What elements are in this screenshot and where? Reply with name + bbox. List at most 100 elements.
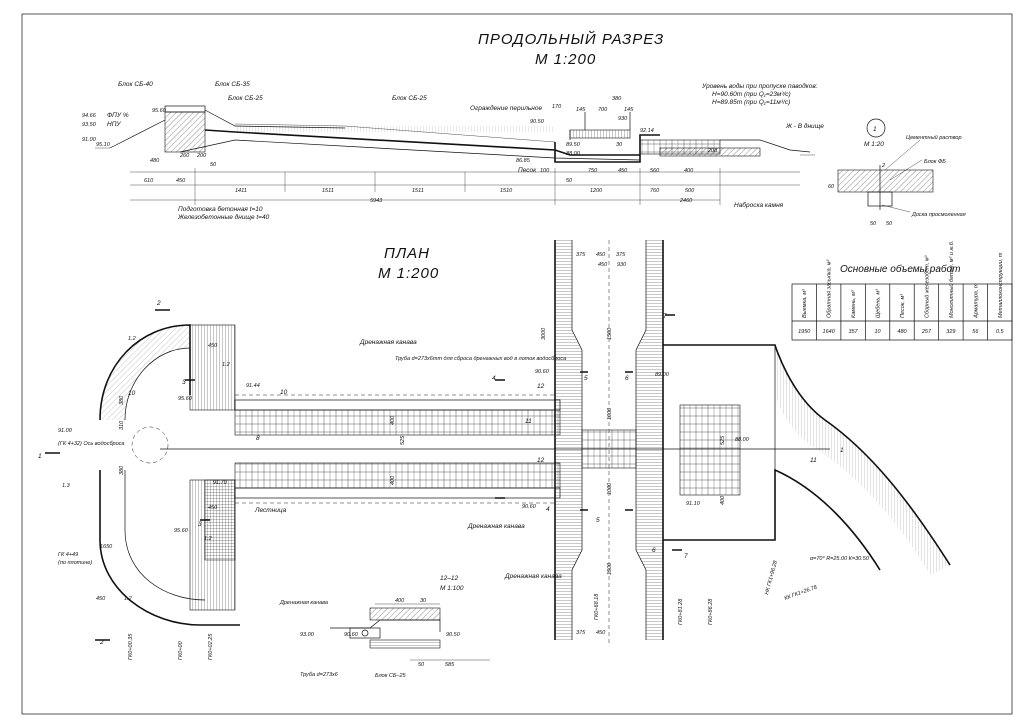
plan-dim: 450: [208, 505, 218, 511]
plan-dim: 375: [576, 252, 586, 258]
plan-section-number: 11: [525, 418, 532, 425]
detail-dim: 50: [870, 221, 877, 227]
volumes-value: 357: [849, 329, 859, 335]
section12-dim: 50: [418, 662, 425, 668]
profile-dim: 30: [616, 142, 623, 148]
profile-dim: 700: [598, 107, 608, 113]
profile-dim: 380: [612, 96, 622, 102]
plan-section-number: 6: [625, 375, 629, 382]
detail-dim: 60: [828, 184, 835, 190]
profile-label: Блок СБ-40: [118, 81, 153, 88]
plan-dim: 450: [596, 252, 606, 258]
profile-label: НПУ: [107, 121, 121, 128]
profile-elevation: 89.50: [566, 142, 581, 148]
plan-label: (по плотине): [58, 560, 92, 566]
detail-label: Доска просмоленная: [911, 212, 966, 218]
profile-dim: 50: [210, 162, 217, 168]
section-12-12: 12–12 М 1:100 Дренажная канава Труба d=2…: [279, 575, 490, 679]
profile-label: Блок СБ-25: [392, 95, 427, 102]
section12-dim-lines: [375, 603, 490, 661]
plan-section-number: 10: [128, 390, 136, 397]
plan-dim: 3000: [541, 327, 547, 340]
plan-section-number: 5: [596, 517, 600, 524]
detail-1: 1 М 1:20 Цементный раствор Блок ФБ Доска…: [828, 118, 966, 227]
plan-dim: 1500: [607, 327, 613, 340]
detail-scale: М 1:20: [864, 141, 884, 148]
plan-dim: 450: [208, 343, 218, 349]
plan-chute-upper-wall: [234, 399, 561, 411]
plan-section-number: 1: [38, 453, 42, 460]
volumes-value: 480: [897, 329, 907, 335]
profile-dim: 95.60: [152, 108, 167, 114]
plan-dim: 525: [400, 435, 406, 445]
profile-basin-inner: [569, 112, 631, 140]
plan-station: ГК0+02.25: [208, 633, 214, 660]
detail-leaders: [881, 139, 923, 213]
plan-scale: М 1:200: [378, 265, 439, 282]
plan-elevation: 93.00: [300, 632, 315, 638]
plan-section-number: 10: [280, 389, 288, 396]
section12-ground: [330, 619, 441, 632]
profile-dim: 480: [150, 158, 160, 164]
detail-label: Цементный раствор: [906, 134, 962, 141]
section12-dim: 30: [420, 598, 427, 604]
profile-label: Уровень воды при пропуске паводков:: [701, 82, 818, 90]
profile-elevation: 91.00: [82, 137, 97, 143]
plan-dim: 1650: [100, 544, 113, 550]
profile-dim-lines: [130, 168, 800, 205]
profile-elevation: 93.50: [82, 122, 97, 128]
plan-section-number: 1: [840, 447, 844, 454]
profile-elevation: 94.66: [82, 113, 97, 119]
profile-dim: 5943: [370, 198, 383, 204]
plan-dim: 375: [576, 630, 586, 636]
volumes-value: 56: [972, 329, 979, 335]
plan-left-wing-bottom: [99, 470, 240, 626]
detail-dim: 50: [886, 221, 893, 227]
plan-section-number: 11: [810, 457, 817, 464]
profile-slab-bottom: [179, 139, 641, 161]
volumes-value: 0.5: [996, 329, 1005, 335]
plan-basin-left-hatch: [555, 240, 582, 640]
plan-section-number: 2: [99, 639, 104, 646]
plan-elevation: 88.00: [735, 437, 750, 443]
plan-dim: 450: [96, 596, 106, 602]
plan-section-cuts: [45, 309, 682, 641]
section12-elev: 90.50: [446, 632, 461, 638]
volumes-header: Сборный железобет, м³: [923, 255, 930, 318]
profile-dim: 610: [144, 178, 154, 184]
plan-dim: 400: [390, 475, 396, 485]
section12-scale: М 1:100: [440, 585, 464, 592]
plan-basin-floor: [581, 429, 637, 469]
plan-elevation: 90.60: [522, 504, 537, 510]
volumes-header: Обратная засыпка, м³: [827, 260, 833, 318]
profile-elevation: 90.50: [530, 119, 545, 125]
profile-label: Наброска камня: [734, 201, 784, 209]
profile-label: Песок: [518, 167, 537, 174]
plan-label: Дренажная канава: [504, 573, 562, 580]
plan-dim: 1500: [607, 562, 613, 575]
plan: ПЛАН М 1:200: [38, 240, 951, 660]
plan-outlet-blocks: [662, 345, 776, 540]
plan-station: ГК0+81.28: [678, 598, 684, 625]
volumes-value: 10: [874, 329, 881, 335]
profile-basin-wall: [569, 129, 631, 139]
volumes-header: Металлоконструкции, т: [998, 252, 1004, 318]
plan-title: ПЛАН: [384, 245, 430, 262]
plan-chute-upper-strip: [234, 409, 561, 436]
plan-station: ГК0+86.28: [708, 598, 714, 625]
volumes-value: 329: [946, 329, 955, 335]
profile-label: Блок СБ-35: [215, 81, 250, 88]
profile-label: Ограждение перильное: [470, 104, 542, 112]
volumes-header: Щебень, м³: [876, 289, 882, 318]
profile-elevation: 88.00: [566, 151, 581, 157]
plan-label: ГК 4+49: [58, 552, 78, 558]
plan-dim: 375: [616, 252, 626, 258]
profile-dim: 450: [618, 168, 628, 174]
plan-dim: 1000: [607, 482, 613, 495]
plan-elevation: 90.60: [535, 369, 550, 375]
plan-station: ГК0+68.18: [594, 593, 600, 620]
plan-section-number: 12: [537, 383, 545, 390]
plan-station: ГК0+00: [178, 640, 184, 660]
profile-title: ПРОДОЛЬНЫЙ РАЗРЕЗ: [478, 30, 664, 48]
profile-head-top: [164, 105, 206, 113]
